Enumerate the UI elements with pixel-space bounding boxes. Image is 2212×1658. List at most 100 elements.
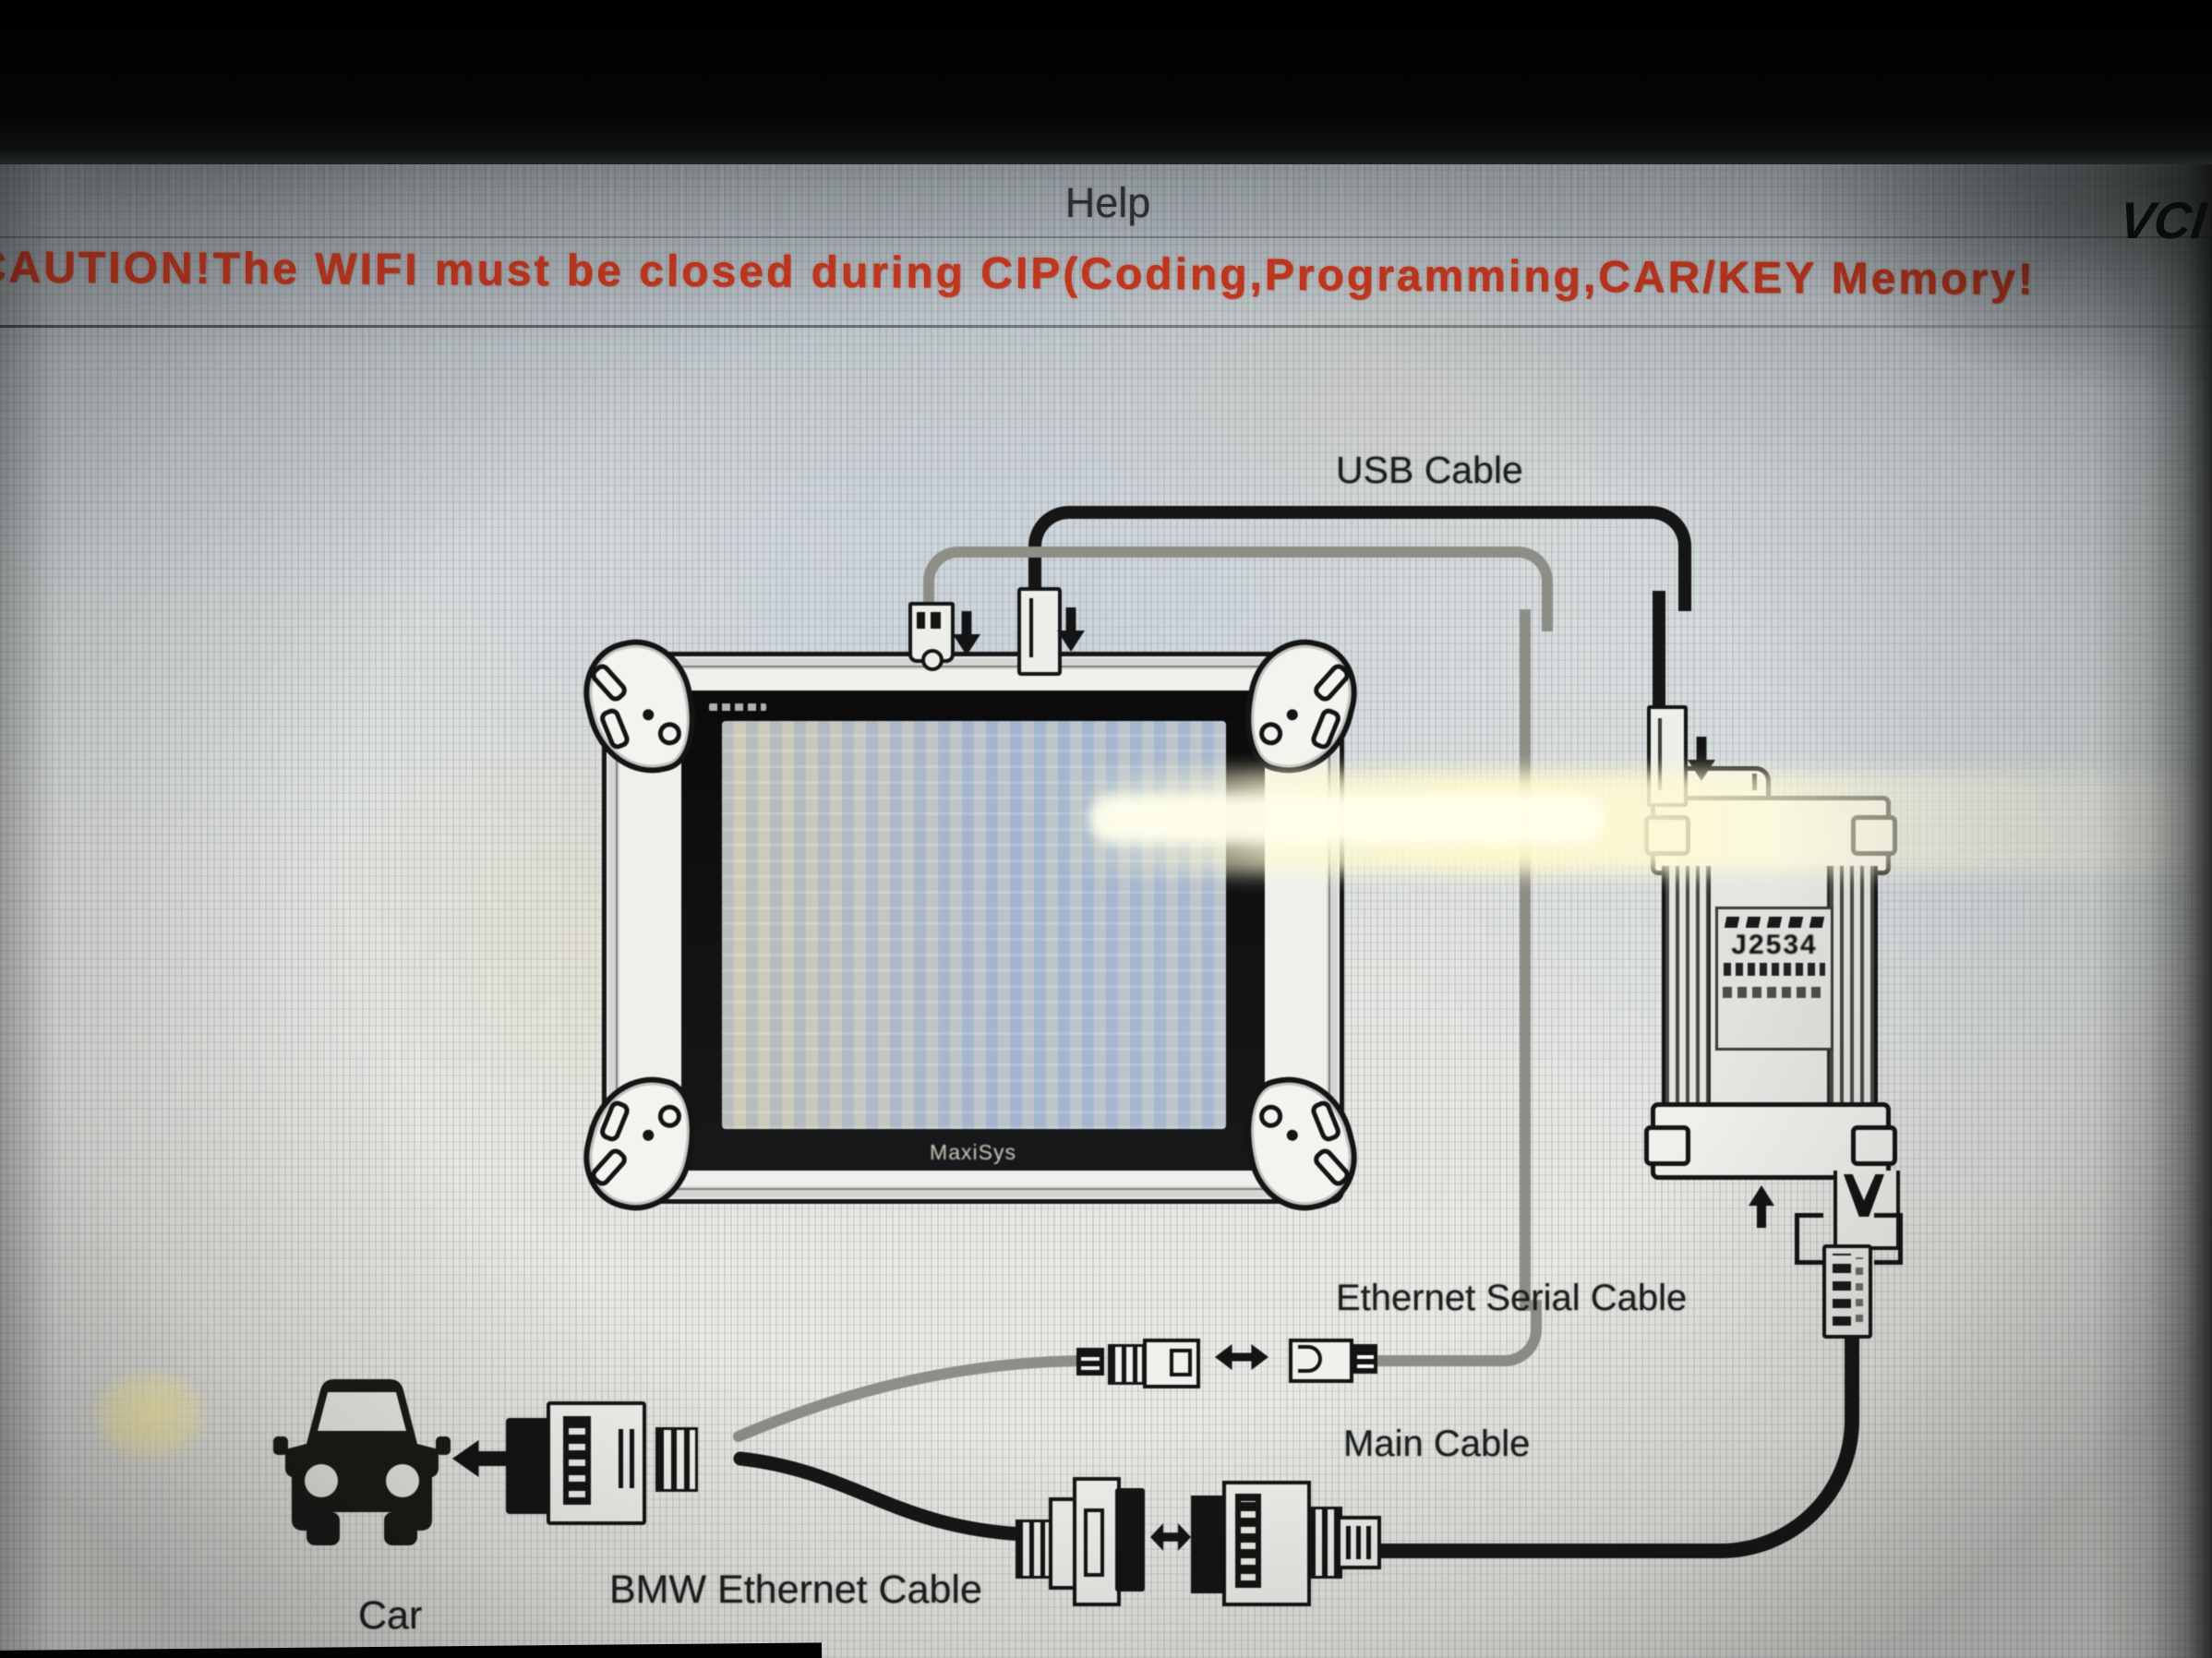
label-text-row: [1723, 987, 1826, 998]
car-wheel: [307, 1512, 340, 1545]
screw-dot: [1285, 1128, 1300, 1143]
plug-pin: [931, 612, 941, 629]
header-divider: [0, 236, 2212, 238]
socket-bracket: [1795, 1213, 1823, 1265]
connector-body: [1073, 1477, 1121, 1606]
tablet-bezel-markings: [709, 703, 766, 711]
strain-relief-ribs: [655, 1427, 698, 1492]
plug-seam: [1029, 598, 1033, 657]
screw-hole: [655, 1102, 684, 1131]
usb-cable-label: USB Cable: [1336, 449, 1523, 491]
plug-head: [1115, 1488, 1145, 1592]
page-title: Help: [1064, 179, 1151, 226]
vci-corner-bumper: [1644, 1125, 1690, 1166]
socket-bracket: [1874, 1213, 1903, 1265]
double-arrow-icon: [1150, 1523, 1191, 1551]
bmw-ethernet-cable-label: BMW Ethernet Cable: [609, 1568, 982, 1612]
splitter-body: [547, 1401, 646, 1525]
screw-slot: [1310, 660, 1353, 705]
label-logo-row: [1724, 917, 1825, 928]
vci-corner-bumper: [1851, 1125, 1897, 1166]
maxisys-tablet: MaxiSys: [602, 652, 1344, 1204]
car-windshield: [318, 1392, 406, 1431]
splitter-gray-cable: [733, 1355, 1088, 1442]
pin-column: [1235, 1494, 1261, 1588]
vci-product-label: J2534: [1715, 907, 1833, 1051]
vci-device: J2534: [1644, 764, 1897, 1180]
ethernet-plug-tablet: [908, 602, 955, 671]
car-headlight: [386, 1464, 419, 1497]
screw-slot: [587, 1145, 631, 1190]
screw-dot: [641, 707, 655, 722]
plug-seam: [1658, 718, 1662, 790]
connector-body: [1222, 1481, 1311, 1606]
vci-bottom-cap: [1644, 1102, 1897, 1180]
vci-rib-texture: [1827, 866, 1874, 1102]
tablet-brand-label: MaxiSys: [930, 1140, 1016, 1164]
screw-dot: [641, 1128, 655, 1143]
vci-body: J2534: [1662, 866, 1878, 1102]
vci-corner-bumper: [1644, 815, 1690, 856]
car-headlight: [305, 1464, 338, 1497]
car-mirror: [436, 1436, 451, 1455]
connector-seam: [1752, 774, 1757, 790]
connector-chip: [1353, 1344, 1377, 1374]
car-mirror: [273, 1436, 288, 1455]
device-top-bezel: [0, 0, 2212, 164]
usb-plug-tablet: [1017, 587, 1062, 676]
connector-plug: [1143, 1339, 1200, 1388]
bmw-ethernet-connector-left: [1014, 1477, 1147, 1606]
ethernet-serial-cable-drop: [1520, 609, 1531, 1311]
double-arrow-icon: [1215, 1344, 1268, 1370]
left-arrow-icon: [452, 1440, 510, 1477]
plug-socket: [1170, 1349, 1192, 1376]
screw-dot: [1285, 707, 1300, 722]
main-cable-connector-right: [1191, 1481, 1381, 1606]
ethernet-serial-connector-left: [1069, 1337, 1200, 1388]
pin-slits: [569, 1424, 585, 1497]
usb-plug-vci: [1647, 705, 1688, 807]
vci-rib-texture: [1665, 866, 1711, 1102]
pin-slits: [1357, 1350, 1374, 1368]
label-barcode-row: [1724, 963, 1825, 976]
screw-hole: [1256, 719, 1285, 748]
splitter-black-cable: [733, 1451, 1030, 1542]
strain-relief-ribs: [619, 1429, 641, 1488]
chevron-detail: [1844, 1174, 1884, 1217]
pin-column: [1856, 1257, 1863, 1322]
vci-corner-bumper: [1851, 815, 1897, 856]
screw-slot: [597, 705, 632, 752]
screw-slot: [1310, 1145, 1353, 1190]
caution-divider: [0, 325, 2212, 328]
bmw-ethernet-obd-connector: [506, 1401, 702, 1525]
ethernet-serial-connector-right: [1289, 1339, 1377, 1383]
vci-button[interactable]: VCI: [2116, 191, 2209, 249]
pin-column: [1833, 1254, 1851, 1326]
connector-chip: [1337, 1516, 1381, 1569]
obd-plug-head: [506, 1418, 547, 1514]
car-label: Car: [358, 1593, 423, 1638]
vci-top-cap: [1644, 796, 1897, 875]
car-wheel: [384, 1512, 417, 1545]
plug-head: [1191, 1496, 1222, 1593]
pin-slits: [1241, 1501, 1256, 1580]
screw-hole: [655, 719, 684, 748]
screw-slot: [1308, 1098, 1343, 1145]
plug-notch: [921, 649, 944, 671]
pin-column: [563, 1416, 591, 1505]
screw-slot: [597, 1098, 632, 1145]
plug-pin: [917, 612, 925, 629]
screw-slot: [587, 660, 631, 705]
ethernet-serial-cable-label: Ethernet Serial Cable: [1336, 1278, 1688, 1318]
connector-chip: [1076, 1348, 1104, 1376]
vci-label-text: J2534: [1731, 930, 1818, 960]
pin-slits: [1081, 1353, 1100, 1370]
serial-db-connector: [1822, 1244, 1872, 1339]
pin-slits: [1346, 1526, 1372, 1559]
plug-socket: [1084, 1508, 1104, 1577]
strain-relief-ribs: [1108, 1344, 1145, 1385]
main-cable-label: Main Cable: [1343, 1424, 1531, 1464]
car-icon: [273, 1379, 451, 1545]
screw-hole: [1256, 1102, 1285, 1131]
